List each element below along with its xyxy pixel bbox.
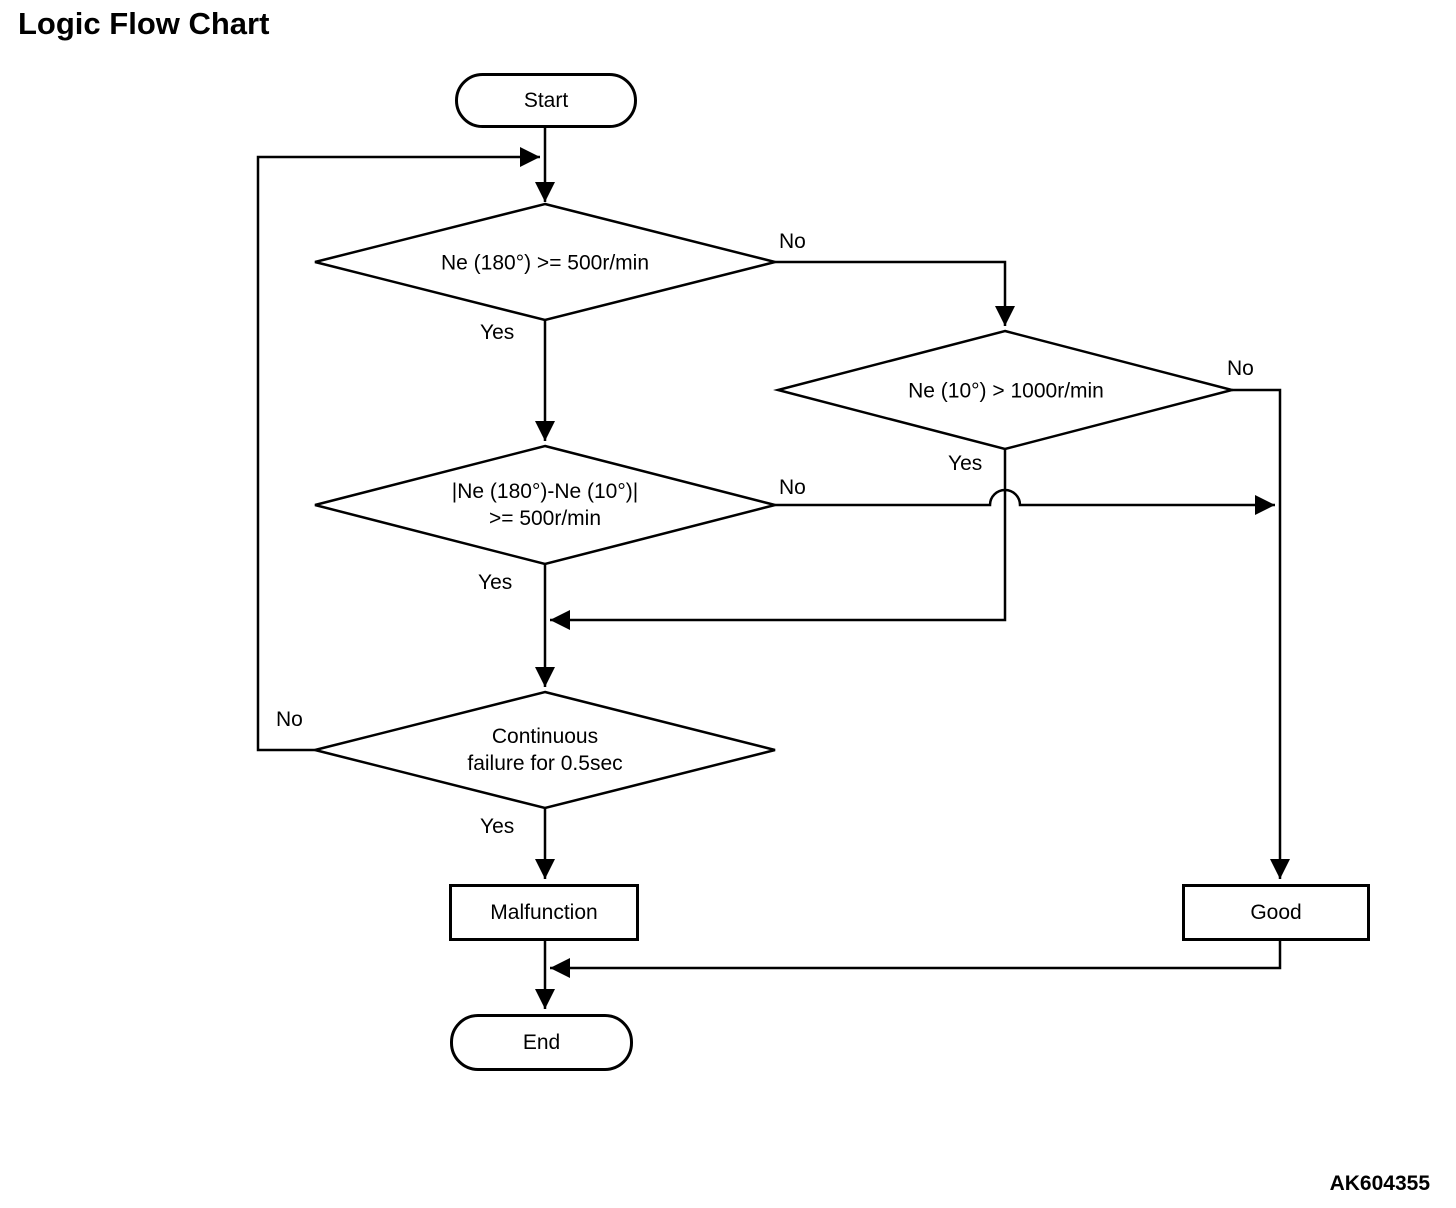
label-d2-no: No xyxy=(1227,357,1254,380)
malfunction-label: Malfunction xyxy=(490,900,598,924)
decision-diff-line1: |Ne (180°)-Ne (10°)| xyxy=(451,480,639,503)
label-d2-yes: Yes xyxy=(948,452,983,475)
decision-continuous-line2: failure for 0.5sec xyxy=(467,752,623,775)
decision-ne10-shape xyxy=(773,329,1237,451)
decision-ne10-label: Ne (10°) > 1000r/min xyxy=(908,379,1104,403)
label-d1-no: No xyxy=(779,230,806,253)
label-d4-yes: Yes xyxy=(480,815,515,838)
start-node: Start xyxy=(455,73,637,128)
label-d1-yes: Yes xyxy=(480,321,515,344)
label-d4-no: No xyxy=(276,708,303,731)
malfunction-box: Malfunction xyxy=(449,884,639,941)
end-node: End xyxy=(450,1014,633,1071)
label-d3-no: No xyxy=(779,476,806,499)
good-label: Good xyxy=(1250,900,1302,924)
connector-d3-no-to-good-line xyxy=(775,488,1275,515)
decision-diff-label: |Ne (180°)-Ne (10°)| >= 500r/min xyxy=(452,478,638,532)
start-label: Start xyxy=(523,88,569,112)
figure-code: AK604355 xyxy=(1329,1172,1430,1195)
page-title: Logic Flow Chart xyxy=(18,6,270,41)
connector-d1-no-to-d2 xyxy=(775,260,1015,326)
connector-d2-yes-merge xyxy=(550,449,1007,630)
connector-d2-no-to-good xyxy=(1232,388,1290,879)
end-label: End xyxy=(522,1030,561,1054)
decision-continuous-label: Continuous failure for 0.5sec xyxy=(467,723,622,777)
connector-good-to-end-merge xyxy=(550,941,1282,978)
decision-diff-shape xyxy=(314,444,776,566)
decision-continuous-line1: Continuous xyxy=(491,725,599,748)
decision-ne180-shape xyxy=(314,202,776,322)
decision-ne180-label: Ne (180°) >= 500r/min xyxy=(440,251,650,275)
decision-diff-line2: >= 500r/min xyxy=(488,507,602,530)
decision-continuous-shape xyxy=(314,690,776,810)
label-d3-yes: Yes xyxy=(478,571,513,594)
good-box: Good xyxy=(1182,884,1370,941)
connector-d4-no-loopback xyxy=(256,147,540,752)
